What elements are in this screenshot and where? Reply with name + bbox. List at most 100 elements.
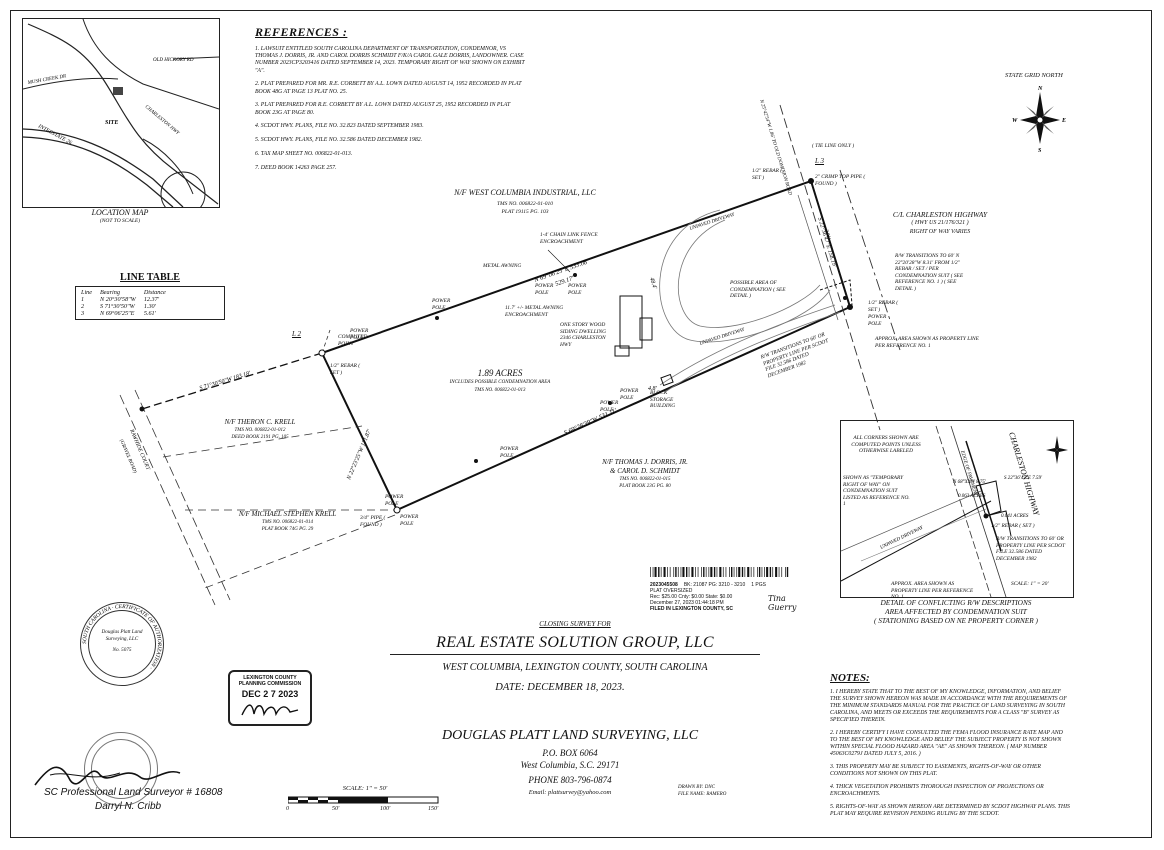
detail-edge-label: EDGE OF PAVEMENT: [959, 449, 978, 498]
north-arrow-icon: N S E W: [1012, 86, 1066, 154]
measure2-label: 4.8': [648, 385, 658, 392]
power-pole-label: POWER POLE: [568, 283, 587, 296]
computed-point-note: COMPUTED POINT: [338, 334, 368, 347]
reference-item: 4. SCDOT HWY. PLANS, FILE NO. 32.823 DAT…: [255, 123, 424, 130]
l2-label: L 2: [292, 330, 302, 338]
site-marker: [113, 87, 123, 95]
line-table-grid: Line Bearing Distance 1 N 20°30'58"W 12.…: [77, 289, 170, 317]
scale-tick-3: 150': [428, 806, 439, 812]
line-table: LINE TABLE Line Bearing Distance 1 N 20°…: [75, 272, 225, 320]
cell: 2: [81, 303, 85, 310]
table-row: 1 N 20°30'58"W 12.37': [77, 296, 170, 303]
note-item: 3. THIS PROPERTY MAY BE SUBJECT TO EASEM…: [830, 764, 1041, 777]
note-item: 5. RIGHTS-OF-WAY AS SHOWN HEREON ARE DET…: [830, 804, 1070, 817]
seal-name: Douglas Platt Land Surveying, LLC: [101, 629, 143, 642]
rebar-note-3: 1/2" REBAR ( SET ): [330, 363, 361, 376]
location-map: MUSH CREEK DR OLD HICKORY RD INTERSTATE …: [22, 18, 220, 217]
condemn-note: POSSIBLE AREA OF CONDEMNATION ( SEE DETA…: [730, 280, 786, 300]
rebar-note-1: 1/2" REBAR ( SET ): [752, 168, 783, 181]
location-map-title: LOCATION MAP: [91, 208, 149, 217]
scale-tick-0: 0: [286, 806, 289, 812]
bearing-left: N 22°23'25"W 171.87': [345, 428, 373, 482]
cell: N 20°30'58"W: [100, 296, 136, 303]
detail-approx: APPROX. AREA SHOWN AS PROPERTY LINE PER …: [891, 581, 974, 601]
cell: 12.37': [143, 296, 160, 303]
north-n: N: [1037, 86, 1043, 92]
metal-awning-2-note: 11.7' +/- METAL AWNING ENCROACHMENT: [505, 305, 564, 318]
rec-type: PLAT OVERSIZED: [650, 588, 693, 594]
notes: NOTES: 1. I HEREBY STATE THAT TO THE BES…: [830, 672, 1070, 824]
firm-email: Email: plattsurvey@yahoo.com: [528, 789, 612, 796]
stamp-date: DEC 2 7 2023: [241, 689, 299, 699]
detail-title-1: DETAIL OF CONFLICTING R/W DESCRIPTIONS: [880, 598, 1032, 607]
power-pole-label: POWER POLE: [620, 388, 639, 401]
highway-row: RIGHT OF WAY VARIES: [909, 229, 971, 235]
survey-location: WEST COLUMBIA, LEXINGTON COUNTY, SOUTH C…: [442, 662, 708, 673]
surveyor-seal: [84, 732, 158, 806]
stamp-line2: PLANNING COMMISSION: [238, 681, 302, 687]
mkrell-plat: PLAT BOOK 74G PG. 29: [261, 527, 314, 532]
seal-ring-text: SOUTH CAROLINA · CERTIFICATE OF AUTHORIZ…: [82, 604, 162, 671]
owner-top-tms: TMS NO. 006822-01-010: [496, 201, 554, 207]
north-e: E: [1061, 118, 1066, 124]
barcode-number: 2023045508: [650, 582, 678, 588]
detail-drawing: EDGE OF PAVEMENT UNPAVED DRIVEWAY CHARLE…: [840, 425, 1043, 598]
planning-stamp: LEXINGTON COUNTY PLANNING COMMISSION DEC…: [228, 670, 312, 726]
col-bearing: Bearing: [100, 289, 120, 296]
power-pole-label: POWER POLE: [868, 314, 887, 327]
rw-transition-note: R/W TRANSITIONS TO 60' N 22°20'28"W 8.31…: [895, 253, 964, 292]
table-row: 2 S 71°30'50"W 1.30': [77, 303, 170, 310]
references-title: REFERENCES :: [255, 25, 348, 39]
chainlink-note: 1-4' CHAIN LINK FENCE ENCROACHMENT: [540, 232, 598, 245]
scale-tick-1: 50': [332, 806, 340, 812]
highway-row-line: [779, 104, 881, 431]
dorris-plat: PLAT BOOK 23G PG. 80: [619, 484, 671, 489]
reference-item: 6. TAX MAP SHEET NO. 006822-01-013.: [255, 151, 353, 157]
owner-top-plat: PLAT 19115 PG. 103: [501, 209, 549, 215]
location-map-subtitle: (NOT TO SCALE): [99, 218, 141, 224]
references-list: 1. LAWSUIT ENTITLED SOUTH CAROLINA DEPAR…: [255, 46, 525, 172]
seal-number: No. 5075: [112, 647, 132, 653]
acres-note: INCLUDES POSSIBLE CONDEMNATION AREA: [449, 380, 551, 385]
dorris-owner-2: & CAROL D. SCHMIDT: [610, 467, 680, 475]
krell-tms: TMS NO. 006822-01-012: [234, 428, 286, 433]
detail-b1: N 68°XXW 8.75': [952, 480, 987, 485]
line-table-title: LINE TABLE: [120, 272, 180, 283]
detail-box: EDGE OF PAVEMENT UNPAVED DRIVEWAY CHARLE…: [840, 420, 1074, 601]
mkrell-tms: TMS NO. 006822-01-014: [262, 520, 313, 525]
cell: S 71°30'50"W: [100, 303, 135, 310]
reference-item: 3. PLAT PREPARED FOR R.E. CORBETT BY A.L…: [255, 102, 511, 116]
power-pole-label: POWER POLE: [500, 446, 519, 459]
block-building: [660, 373, 674, 387]
highway-title: C/L CHARLESTON HIGHWAY: [892, 210, 988, 219]
drive2-label: UNPAVED DRIVEWAY: [699, 327, 746, 347]
pipe-found-note: 3/4" PIPE ( FOUND ): [360, 515, 386, 528]
company-seal: SOUTH CAROLINA · CERTIFICATE OF AUTHORIZ…: [80, 602, 164, 686]
detail-title-3: ( STATIONING BASED ON NE PROPERTY CORNER…: [874, 616, 1038, 625]
rec-signature: Tina Guerry: [768, 594, 797, 612]
rebar-note-2: 1/2" REBAR ( SET ): [868, 300, 899, 313]
metal-awning-note: METAL AWNING: [483, 263, 522, 269]
note-item: 4. THICK VEGETATION PROHIBITS THOROUGH I…: [830, 784, 1044, 797]
measure3-label: 48.4': [648, 277, 658, 291]
firm-city: West Columbia, S.C. 29171: [520, 760, 620, 770]
detail-title: DETAIL OF CONFLICTING R/W DESCRIPTIONS A…: [840, 598, 1072, 625]
closing-survey: CLOSING SURVEY FOR: [539, 620, 611, 628]
power-pole-label: POWER POLE: [432, 298, 451, 311]
stamp-line1: LEXINGTON COUNTY: [243, 675, 297, 681]
cell: 1.30': [143, 303, 156, 310]
survey-date: DATE: DECEMBER 18, 2023.: [495, 682, 625, 693]
approx-note: APPROX. AREA SHOWN AS PROPERTY LINE PER …: [875, 336, 979, 349]
detail-title-2: AREA AFFECTED BY CONDEMNATION SUIT: [885, 607, 1027, 616]
highway-sub: ( HWY US 21/176/321 ): [911, 220, 969, 226]
page-count: 1 PGS: [751, 582, 766, 588]
reference-item: 1. LAWSUIT ENTITLED SOUTH CAROLINA DEPAR…: [255, 46, 525, 74]
reference-item: 7. DEED BOOK 14263 PAGE 257.: [255, 164, 337, 171]
acres: 1.89 ACRES: [477, 368, 523, 378]
map-label-0: MUSH CREEK DR: [26, 74, 66, 86]
dwelling-note: ONE STORY WOOD SIDING DWELLING 2346 CHAR…: [560, 322, 606, 348]
rec-date: December 27, 2023 01:44:18 PM: [650, 600, 724, 606]
file-name: FILE NAME: RAMERO: [678, 792, 727, 797]
cell: 5.61': [143, 310, 156, 317]
